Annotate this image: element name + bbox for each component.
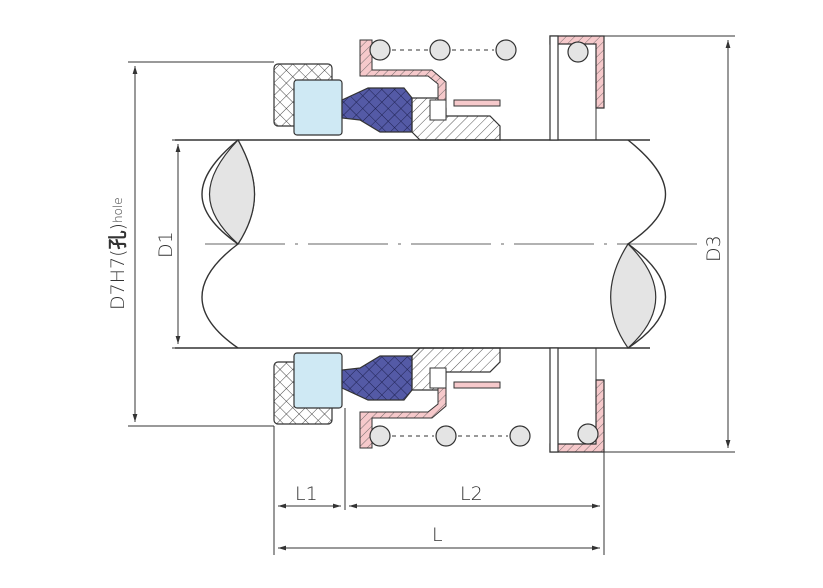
d7-label: D7H7( (107, 249, 129, 310)
l1-label: L1 (295, 483, 318, 505)
spring-coil-8 (577, 423, 599, 445)
retainer-top (453, 99, 501, 107)
face-ring-bottom (293, 352, 343, 409)
spring-coil-1 (369, 39, 391, 61)
dimension-l: L (278, 524, 600, 551)
face-ring-top (293, 79, 343, 136)
spring-coil-4 (567, 41, 589, 63)
d7-subscript: hole (111, 197, 125, 223)
d3-label: D3 (703, 235, 725, 262)
l-label: L (432, 524, 443, 546)
d1-label: D1 (155, 231, 177, 258)
dimension-d7: D7H7(孔)hole (107, 61, 274, 427)
bellows-bottom (341, 355, 413, 401)
svg-text:D7H7(孔)hole: D7H7(孔)hole (107, 197, 129, 310)
spring-coil-2 (429, 39, 451, 61)
bellows-top (341, 87, 413, 133)
seal-top-half (273, 35, 605, 141)
shaft-break-right-lens (610, 243, 657, 349)
dimension-d3: D3 (604, 35, 735, 453)
spring-coil-6 (435, 425, 457, 447)
spring-coil-5 (369, 425, 391, 447)
shaft-break-left-lens (208, 138, 255, 245)
dimension-l1-l2: L1 L2 (273, 408, 605, 555)
seal-bottom-half (273, 347, 605, 453)
d7-hanzi: 孔 (107, 230, 129, 249)
spring-coil-7 (509, 425, 531, 447)
l2-label: L2 (460, 483, 483, 505)
d7-close: ) (107, 223, 129, 230)
shaft (175, 138, 700, 349)
retainer-bottom (453, 381, 501, 389)
dimension-d1: D1 (155, 139, 205, 349)
spring-coil-3 (495, 39, 517, 61)
